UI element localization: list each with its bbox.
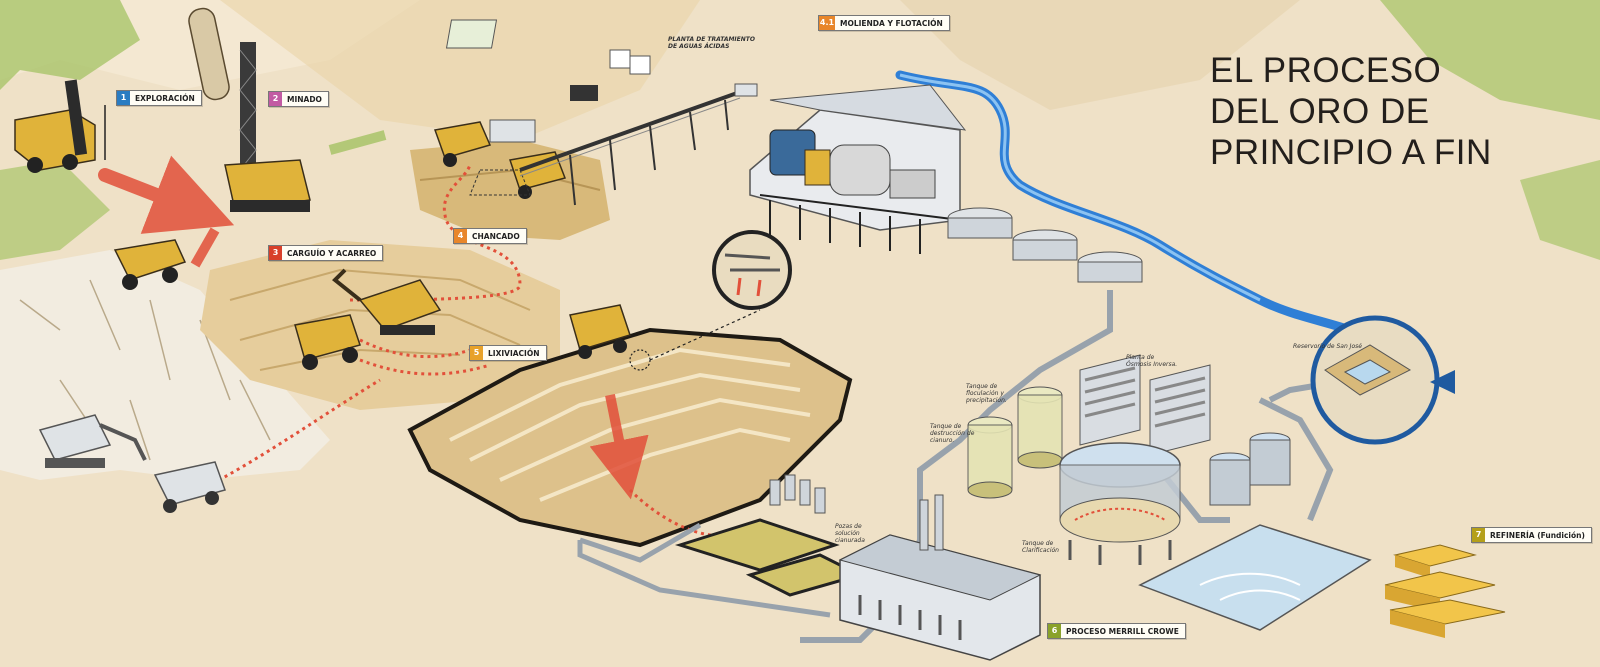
note-line: Tanque de [930,423,962,430]
note-line: Ósmosis Inversa. [1126,361,1178,368]
step-number: 7 [1472,528,1485,542]
note-line: Tanque de [1022,540,1054,547]
hills-back [220,0,700,140]
crusher-callout [469,169,531,196]
flow-arrow-leach [589,394,649,500]
note-cyanide-destruction: Tanque de destrucción de cianuro. [930,423,974,444]
note-cyanide-ponds: Pozas de solución cianurada [835,523,865,544]
drill-tower-mining [224,42,311,212]
note-line: DE AGUAS ÁCIDAS [668,43,730,50]
mill-building [749,84,967,254]
step-number: 4 [454,229,467,243]
pipe-leach [577,522,831,618]
conveyor-head [734,83,758,97]
diagram-title: EL PROCESO DEL ORO DE PRINCIPIO A FIN [1210,50,1570,173]
thickener-tanks [947,207,1143,283]
ponds-tanks [769,474,826,514]
note-line: cianurada [835,537,865,544]
magnifier-inset [712,230,792,310]
step-text: REFINERÍA (Fundición) [1490,530,1585,540]
haul-truck-2 [294,314,361,370]
note-line: solución [835,530,860,537]
grass-left [0,160,110,260]
grass-top-left [0,0,140,90]
water-pond [1138,524,1372,631]
hills-back-right [900,0,1300,110]
grass-top-right [1380,0,1600,120]
step-label-minado: 2 MINADO [268,91,329,107]
step-label-molienda: 4.1 MOLIENDA Y FLOTACIÓN [818,15,950,31]
step-text: MINADO [287,94,322,104]
flow-arrow-green [328,130,387,155]
gold-bars [1384,544,1506,638]
note-line: Clarificación [1022,547,1059,554]
note-line: Pozas de [835,523,862,530]
step-text: LIXIVIACIÓN [488,348,540,358]
floc-tanks [967,386,1063,499]
step-label-carguio: 3 CARGUÍO Y ACARREO [268,245,384,261]
small-vehicle [570,85,598,101]
step-number: 1 [117,91,130,105]
note-flocculation: Tanque de floculación y precipitación. [966,383,1007,404]
haul-truck-gray [153,461,226,513]
note-reverse-osmosis: Planta de Ósmosis Inversa. [1126,354,1177,368]
step-number: 4.1 [819,16,835,30]
step-label-exploracion: 1 EXPLORACIÓN [116,90,202,106]
grass-right [1520,160,1600,260]
step-text: EXPLORACIÓN [135,93,195,103]
river-highlight [899,73,1261,302]
note-acid-plant: PLANTA DE TRATAMIENTO DE AGUAS ÁCIDAS [668,36,755,50]
flow-arrow-mining [190,227,220,268]
reservoir-inset [1310,315,1455,445]
loader-excavator [332,268,442,335]
step-text: MOLIENDA Y FLOTACIÓN [840,18,943,28]
core-sample [188,7,230,101]
mountain-ridges [19,279,271,461]
note-line: floculación y [966,390,1004,397]
crusher [489,119,536,143]
conveyor-belt [519,90,741,206]
note-line: PLANTA DE TRATAMIENTO [668,36,755,43]
leach-pad-terraces [449,347,811,502]
excavator-gray [38,414,147,468]
flow-arrow-exploration [98,155,235,234]
step-label-lixiviacion: 5 LIXIVIACIÓN [469,345,547,361]
step-number: 5 [470,346,483,360]
reverse-osmosis-plant [1079,354,1211,456]
note-line: destrucción de [930,430,975,437]
note-line: Planta de [1126,354,1155,361]
note-line: cianuro. [930,437,955,444]
note-line: precipitación. [966,397,1007,404]
title-line-2: DEL ORO DE [1210,92,1430,131]
acid-water-plant [609,49,651,75]
step-label-chancado: 4 CHANCADO [453,228,527,244]
haul-truck-1 [113,239,187,290]
clarification-tank [1059,442,1181,565]
step-text: PROCESO MERRILL CROWE [1066,626,1179,636]
step-label-merrill-crowe: 6 PROCESO MERRILL CROWE [1047,623,1186,639]
sample-tray [445,19,498,49]
merrill-crowe-building [838,494,1042,661]
pipe-network [800,290,1351,643]
step-text: CHANCADO [472,231,520,241]
drill-rig-exploration [14,79,106,173]
magnify-pointer [649,309,761,361]
storage-tanks-right [1209,432,1291,506]
step-number: 2 [269,92,282,106]
title-line-3: PRINCIPIO A FIN [1210,133,1492,172]
water-pond-ripples [1199,572,1301,601]
step-text: CARGUÍO Y ACARREO [287,248,377,258]
haul-truck-3 [433,121,492,167]
magnify-target [629,349,651,371]
title-line-1: EL PROCESO [1210,51,1442,90]
step-number: 6 [1048,624,1061,638]
note-reservoir: Reservorio de San José [1293,343,1362,350]
step-number: 3 [269,246,282,260]
note-clarification: Tanque de Clarificación [1022,540,1059,554]
haul-truck-leach [569,304,631,359]
step-label-refineria: 7 REFINERÍA (Fundición) [1471,527,1592,543]
note-line: Tanque de [966,383,998,390]
